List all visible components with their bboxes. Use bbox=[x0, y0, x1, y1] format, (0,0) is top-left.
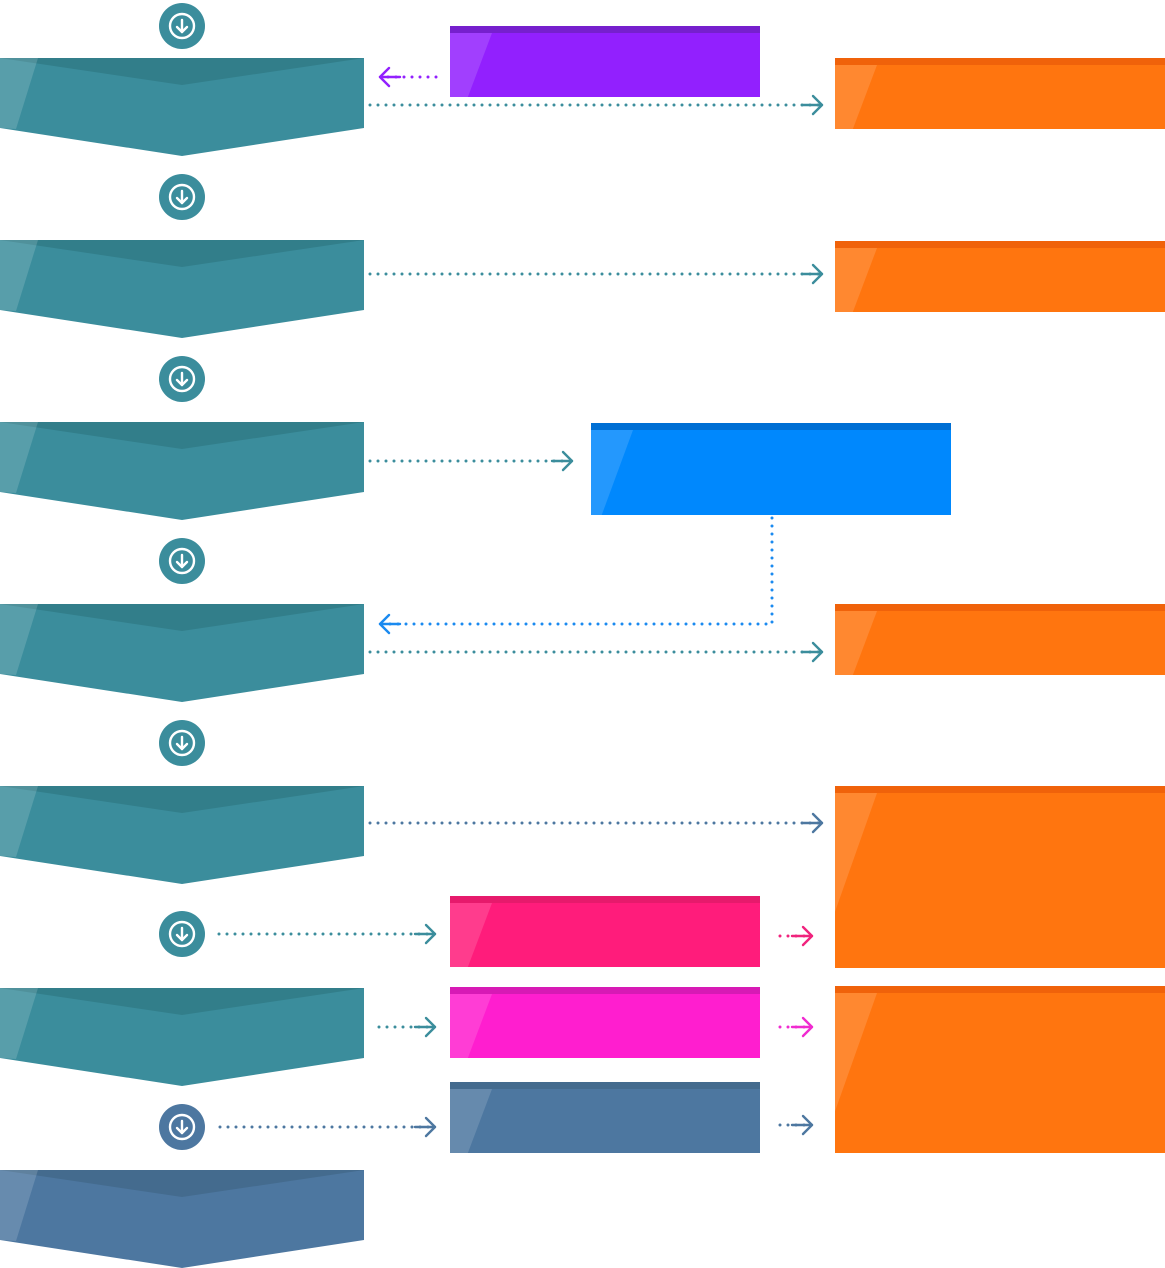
connector-step-3-to-blue-box bbox=[368, 450, 574, 472]
step-marker-1 bbox=[159, 3, 205, 49]
side-boxes-layer bbox=[450, 26, 1165, 1153]
step-markers-layer bbox=[159, 3, 205, 1150]
arrowhead-icon bbox=[378, 66, 391, 88]
orange-box-5 bbox=[820, 986, 1165, 1153]
purple-box bbox=[450, 26, 760, 97]
connector-step-6-to-magenta-box bbox=[377, 1016, 437, 1038]
arrowhead-icon bbox=[378, 613, 391, 635]
step-marker-6 bbox=[159, 911, 205, 957]
step-marker-5 bbox=[159, 720, 205, 766]
step-marker-7 bbox=[159, 1104, 205, 1150]
flow-step-notch bbox=[0, 240, 364, 267]
connector-step-1-to-orange-box-1 bbox=[368, 94, 824, 116]
arrowhead-icon bbox=[811, 263, 824, 285]
flow-steps-layer bbox=[0, 58, 364, 1268]
flow-step-2 bbox=[0, 240, 364, 338]
arrowhead-icon bbox=[811, 94, 824, 116]
connectors-layer bbox=[217, 66, 824, 1138]
box-top-band bbox=[450, 1082, 760, 1089]
connector-step-4-to-orange-box-3 bbox=[368, 641, 824, 663]
arrowhead-icon bbox=[424, 1016, 437, 1038]
flow-step-6 bbox=[0, 988, 364, 1086]
flow-step-5 bbox=[0, 786, 364, 884]
box-top-band bbox=[835, 986, 1165, 993]
arrow-down-icon bbox=[168, 12, 196, 40]
orange-box-1 bbox=[835, 58, 1165, 129]
connector-purple-box-to-step-1 bbox=[378, 66, 438, 88]
arrowhead-icon bbox=[811, 641, 824, 663]
flow-step-7 bbox=[0, 1170, 364, 1268]
connector-blue-box-to-step-4 bbox=[378, 516, 774, 635]
arrow-down-icon bbox=[168, 183, 196, 211]
box-top-band bbox=[591, 423, 951, 430]
box-top-band bbox=[835, 58, 1165, 65]
box-top-band bbox=[450, 26, 760, 33]
connector-step-5-to-orange-box-4 bbox=[368, 812, 824, 834]
box-top-band bbox=[450, 896, 760, 903]
flow-step-notch bbox=[0, 1170, 364, 1197]
orange-box-4 bbox=[815, 786, 1165, 968]
arrow-down-icon bbox=[168, 365, 196, 393]
step-marker-3 bbox=[159, 356, 205, 402]
flow-step-notch bbox=[0, 422, 364, 449]
box-top-band bbox=[835, 786, 1165, 793]
arrow-down-icon bbox=[168, 920, 196, 948]
arrowhead-icon bbox=[801, 1114, 814, 1136]
connector-marker-6-to-pink-box bbox=[217, 923, 437, 945]
flow-step-notch bbox=[0, 58, 364, 85]
flow-step-notch bbox=[0, 786, 364, 813]
flow-step-notch bbox=[0, 988, 364, 1015]
step-marker-4 bbox=[159, 538, 205, 584]
flow-step-3 bbox=[0, 422, 364, 520]
arrowhead-icon bbox=[811, 812, 824, 834]
flow-step-4 bbox=[0, 604, 364, 702]
box-top-band bbox=[450, 987, 760, 994]
arrowhead-icon bbox=[424, 923, 437, 945]
magenta-box bbox=[450, 987, 760, 1058]
connector-step-2-to-orange-box-2 bbox=[368, 263, 824, 285]
arrowhead-icon bbox=[801, 1016, 814, 1038]
connector-pink-box-to-orange-box-4 bbox=[778, 925, 814, 947]
orange-box-2 bbox=[835, 241, 1165, 312]
blue-box bbox=[591, 423, 951, 515]
arrowhead-icon bbox=[801, 925, 814, 947]
step-marker-2 bbox=[159, 174, 205, 220]
flow-step-1 bbox=[0, 58, 364, 156]
flow-step-notch bbox=[0, 604, 364, 631]
connector-marker-7-to-slate-box bbox=[218, 1116, 437, 1138]
orange-box-3 bbox=[835, 604, 1165, 675]
arrow-down-icon bbox=[168, 729, 196, 757]
pink-box bbox=[450, 896, 760, 967]
arrowhead-icon bbox=[424, 1116, 437, 1138]
arrow-down-icon bbox=[168, 547, 196, 575]
connector-magenta-box-to-orange-box-5 bbox=[778, 1016, 814, 1038]
box-top-band bbox=[835, 241, 1165, 248]
arrowhead-icon bbox=[561, 450, 574, 472]
arrow-down-icon bbox=[168, 1113, 196, 1141]
connector-slate-box-to-orange-box-5 bbox=[778, 1114, 814, 1136]
box-top-band bbox=[835, 604, 1165, 611]
slate-box bbox=[450, 1082, 760, 1153]
